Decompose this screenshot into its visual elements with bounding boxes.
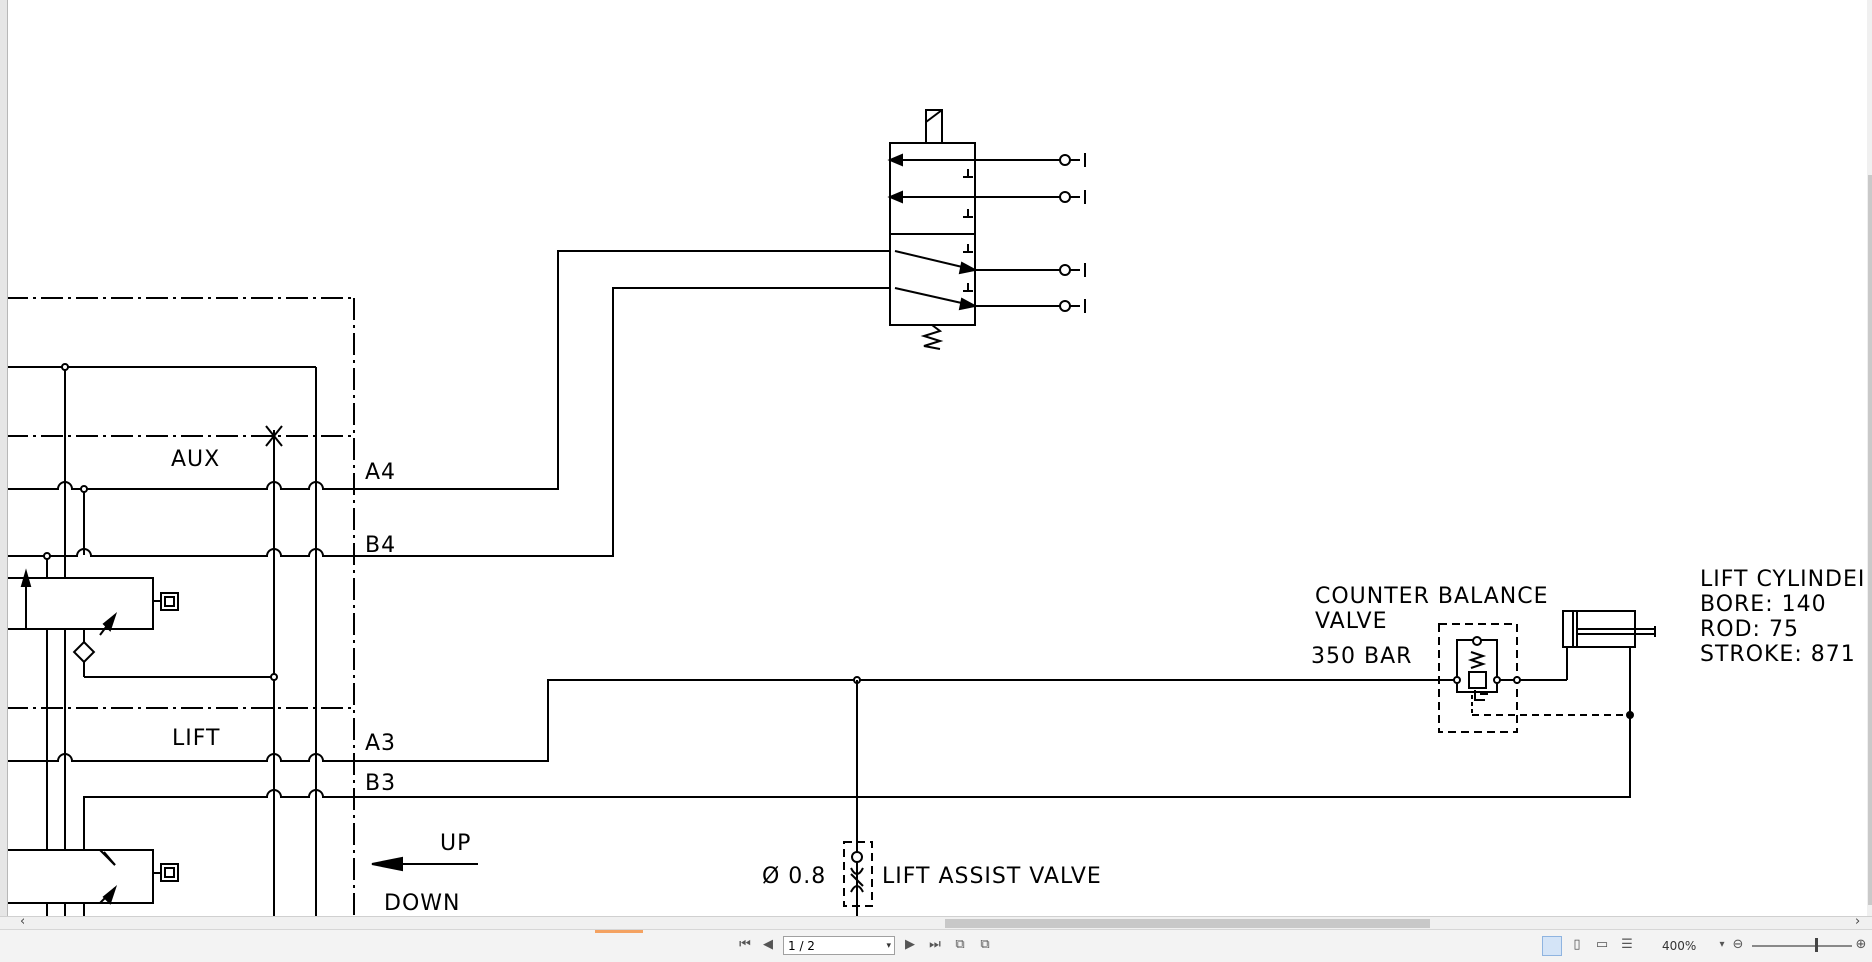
vertical-scroll-thumb[interactable]	[1868, 175, 1872, 905]
counter-balance-valve	[1438, 623, 1634, 733]
lift-assist-valve	[843, 680, 873, 916]
label-counter-balance-1: COUNTER BALANCE	[1315, 584, 1549, 609]
zoom-slider-track[interactable]	[1752, 945, 1852, 947]
next-page-icon[interactable]: ▶	[905, 937, 915, 952]
hydraulic-schematic: AUX LIFT A4 B4 A3 B3 UP DOWN COUNTER BAL…	[5, 109, 1865, 916]
horizontal-scrollbar[interactable]: ‹ ›	[0, 914, 1872, 929]
port-a3: A3	[365, 731, 396, 756]
direction-arrow	[371, 856, 478, 872]
book-view-icon[interactable]: ☰	[1621, 937, 1633, 952]
continuous-view-icon[interactable]: ▯	[1573, 937, 1581, 952]
spool-block-aux	[5, 568, 179, 664]
label-down: DOWN	[384, 891, 460, 916]
port-b3: B3	[365, 771, 396, 796]
zoom-in-icon[interactable]: ⊕	[1855, 937, 1867, 952]
scroll-right-arrow-icon[interactable]: ›	[1855, 914, 1861, 929]
zoom-level[interactable]: 400%	[1662, 939, 1697, 953]
left-ruler	[0, 0, 8, 916]
page-number-field[interactable]: 1 / 2 ▾	[783, 936, 895, 955]
crossing-mark	[265, 425, 283, 447]
spool-block-lift	[5, 849, 179, 905]
last-page-icon[interactable]: ⏭	[929, 937, 941, 952]
directional-valve	[887, 109, 1086, 350]
label-pressure: 350 BAR	[1311, 644, 1412, 669]
status-accent	[595, 930, 643, 933]
page-indicator: 1 / 2	[788, 939, 815, 953]
single-page-view-icon[interactable]	[1542, 936, 1562, 956]
chevron-down-icon[interactable]: ▾	[886, 941, 891, 951]
scroll-left-arrow-icon[interactable]: ‹	[20, 914, 26, 929]
valve-block-outline	[6, 297, 355, 916]
label-bore: BORE: 140	[1700, 592, 1827, 617]
internal-lines	[6, 366, 317, 916]
label-lift-assist: LIFT ASSIST VALVE	[882, 864, 1102, 889]
label-lift: LIFT	[172, 726, 220, 751]
lift-cylinder	[1562, 610, 1656, 797]
zoom-slider-knob[interactable]	[1815, 938, 1818, 952]
label-stroke: STROKE: 871	[1700, 642, 1856, 667]
port-lines	[6, 250, 1631, 798]
label-up: UP	[440, 831, 471, 856]
drawing-viewport[interactable]: AUX LIFT A4 B4 A3 B3 UP DOWN COUNTER BAL…	[0, 0, 1872, 916]
paste-page-icon[interactable]: ⧉	[980, 937, 990, 952]
copy-page-icon[interactable]: ⧉	[955, 937, 965, 952]
zoom-menu-chevron-icon[interactable]: ▾	[1719, 939, 1725, 950]
label-lift-cylinder: LIFT CYLINDEI	[1700, 567, 1865, 592]
zoom-out-icon[interactable]: ⊖	[1732, 937, 1744, 952]
label-rod: ROD: 75	[1700, 617, 1799, 642]
two-page-view-icon[interactable]: ▭	[1595, 937, 1609, 952]
label-counter-balance-2: VALVE	[1315, 609, 1387, 634]
vertical-scrollbar[interactable]	[1867, 0, 1872, 916]
horizontal-scroll-thumb[interactable]	[945, 919, 1430, 928]
port-a4: A4	[365, 460, 396, 485]
first-page-icon[interactable]: ⏮	[739, 937, 751, 952]
port-b4: B4	[365, 533, 396, 558]
prev-page-icon[interactable]: ◀	[763, 937, 773, 952]
label-orifice: Ø 0.8	[762, 864, 826, 889]
label-aux: AUX	[171, 447, 220, 472]
status-bar: ⏮ ◀ 1 / 2 ▾ ▶ ⏭ ⧉ ⧉ ▯ ▭ ☰ 400% ▾ ⊖ ⊕	[0, 929, 1872, 962]
